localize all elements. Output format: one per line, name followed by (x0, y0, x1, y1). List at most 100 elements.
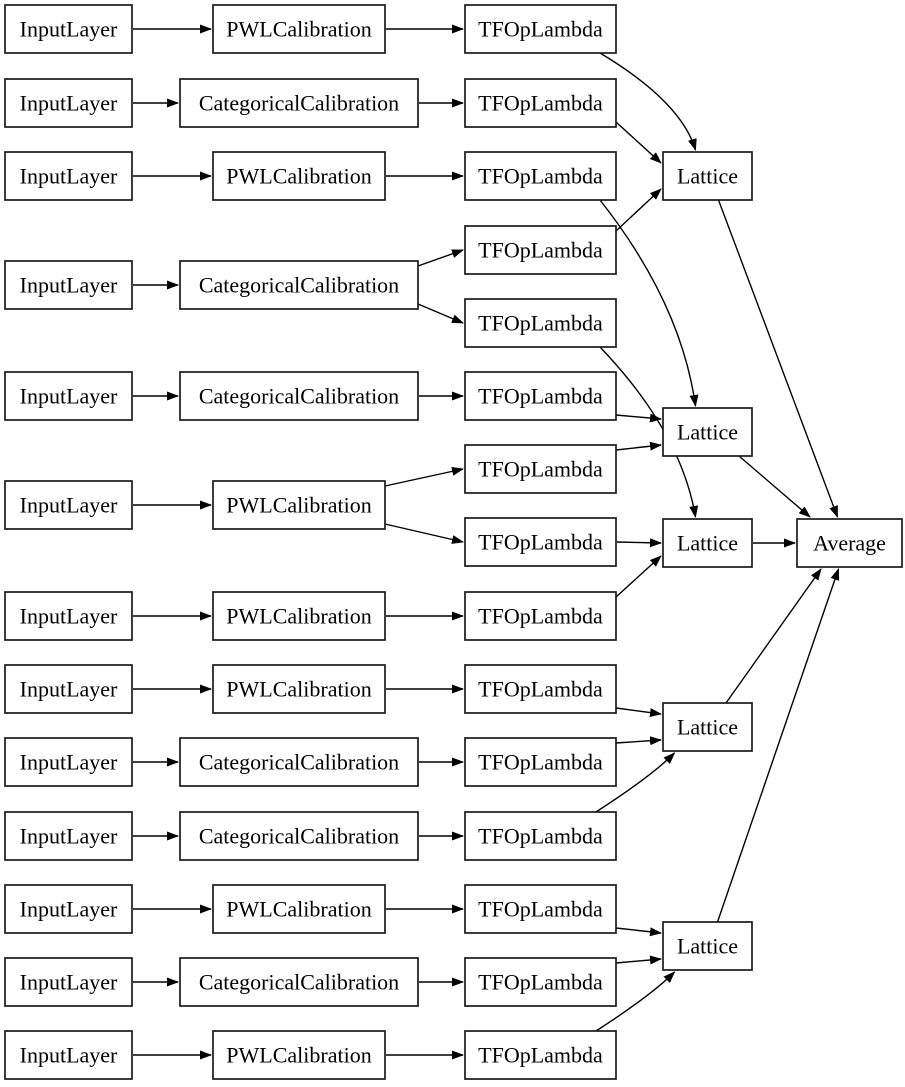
node-tfl12: TFOpLambda (464, 811, 617, 861)
node-box-lat1 (662, 151, 753, 201)
node-box-cc5 (179, 811, 419, 861)
node-label-il2: InputLayer (20, 91, 118, 116)
edge-lat4-avg (725, 568, 822, 704)
node-label-pwl1: PWLCalibration (226, 17, 371, 42)
node-box-cc1 (179, 78, 419, 128)
node-tfl15: TFOpLambda (464, 1030, 617, 1080)
edge-tfl14-lat5 (615, 955, 662, 965)
node-label-lat1: Lattice (677, 164, 738, 189)
edge-cc2-tfl4 (417, 249, 464, 267)
node-pwl5: PWLCalibration (212, 664, 386, 714)
node-box-lat4 (662, 702, 753, 752)
edge-tfl1-lat1 (599, 52, 697, 151)
node-cc5: CategoricalCalibration (179, 811, 419, 861)
node-label-tfl3: TFOpLambda (478, 164, 603, 189)
edge-tfl8-lat3 (616, 538, 662, 548)
node-box-avg (796, 518, 903, 568)
node-label-avg: Average (813, 531, 886, 556)
node-label-il3: InputLayer (20, 164, 118, 189)
node-box-tfl8 (464, 517, 617, 567)
node-box-tfl4 (464, 225, 617, 275)
node-box-pwl6 (212, 884, 386, 934)
node-cc1: CategoricalCalibration (179, 78, 419, 128)
node-label-tfl7: TFOpLambda (478, 457, 603, 482)
node-label-pwl7: PWLCalibration (226, 1043, 371, 1068)
node-label-tfl8: TFOpLambda (478, 530, 603, 555)
node-label-lat5: Lattice (677, 934, 738, 959)
node-label-cc2: CategoricalCalibration (199, 273, 399, 298)
edge-cc2-tfl5 (417, 303, 464, 324)
node-tfl3: TFOpLambda (464, 151, 617, 201)
node-box-tfl2 (464, 78, 617, 128)
node-label-tfl14: TFOpLambda (478, 970, 603, 995)
node-box-pwl3 (212, 480, 386, 530)
node-box-il5 (4, 371, 133, 421)
node-il5: InputLayer (4, 371, 133, 421)
node-label-il11: InputLayer (20, 897, 118, 922)
node-box-cc3 (179, 371, 419, 421)
node-box-il9 (4, 737, 133, 787)
node-label-cc6: CategoricalCalibration (199, 970, 399, 995)
node-label-pwl2: PWLCalibration (226, 164, 371, 189)
node-lat2: Lattice (662, 407, 753, 457)
node-tfl2: TFOpLambda (464, 78, 617, 128)
node-label-lat2: Lattice (677, 420, 738, 445)
node-label-tfl11: TFOpLambda (478, 750, 603, 775)
node-il9: InputLayer (4, 737, 133, 787)
node-box-lat2 (662, 407, 753, 457)
node-pwl7: PWLCalibration (212, 1030, 386, 1080)
node-il11: InputLayer (4, 884, 133, 934)
node-il7: InputLayer (4, 591, 133, 641)
node-box-pwl7 (212, 1030, 386, 1080)
node-pwl6: PWLCalibration (212, 884, 386, 934)
node-lat4: Lattice (662, 702, 753, 752)
node-il3: InputLayer (4, 151, 133, 201)
node-tfl5: TFOpLambda (464, 298, 617, 348)
node-box-cc6 (179, 957, 419, 1007)
node-label-tfl2: TFOpLambda (478, 91, 603, 116)
edge-tfl2-lat1 (615, 121, 662, 164)
node-label-il5: InputLayer (20, 384, 118, 409)
node-tfl13: TFOpLambda (464, 884, 617, 934)
edge-lat1-avg (717, 199, 839, 518)
node-box-tfl12 (464, 811, 617, 861)
node-box-lat3 (662, 518, 753, 568)
node-label-il12: InputLayer (20, 970, 118, 995)
node-label-pwl3: PWLCalibration (226, 493, 371, 518)
node-cc3: CategoricalCalibration (179, 371, 419, 421)
edge-pwl3-tfl7 (384, 466, 464, 487)
node-label-tfl10: TFOpLambda (478, 677, 603, 702)
edge-tfl6-lat2 (615, 413, 662, 423)
node-label-tfl12: TFOpLambda (478, 824, 603, 849)
node-box-pwl2 (212, 151, 386, 201)
node-il8: InputLayer (4, 664, 133, 714)
node-tfl14: TFOpLambda (464, 957, 617, 1007)
node-box-tfl7 (464, 444, 617, 494)
node-box-il8 (4, 664, 133, 714)
node-label-tfl1: TFOpLambda (478, 17, 603, 42)
node-box-tfl1 (464, 4, 617, 54)
node-box-tfl13 (464, 884, 617, 934)
node-tfl7: TFOpLambda (464, 444, 617, 494)
edge-tfl3-lat2 (599, 199, 699, 407)
node-label-tfl4: TFOpLambda (478, 238, 603, 263)
node-label-il9: InputLayer (20, 750, 118, 775)
nodes-layer: InputLayerInputLayerInputLayerInputLayer… (4, 4, 903, 1080)
node-label-pwl5: PWLCalibration (226, 677, 371, 702)
node-pwl4: PWLCalibration (212, 591, 386, 641)
node-box-pwl4 (212, 591, 386, 641)
node-il2: InputLayer (4, 78, 133, 128)
node-tfl6: TFOpLambda (464, 371, 617, 421)
node-tfl10: TFOpLambda (464, 664, 617, 714)
node-box-tfl5 (464, 298, 617, 348)
node-box-il6 (4, 480, 133, 530)
node-pwl2: PWLCalibration (212, 151, 386, 201)
node-lat5: Lattice (662, 921, 753, 971)
node-box-tfl11 (464, 737, 617, 787)
node-label-tfl6: TFOpLambda (478, 384, 603, 409)
edge-tfl11-lat4 (615, 736, 662, 746)
node-box-il11 (4, 884, 133, 934)
node-box-cc2 (179, 260, 419, 310)
node-label-lat4: Lattice (677, 715, 738, 740)
node-label-il1: InputLayer (20, 17, 118, 42)
